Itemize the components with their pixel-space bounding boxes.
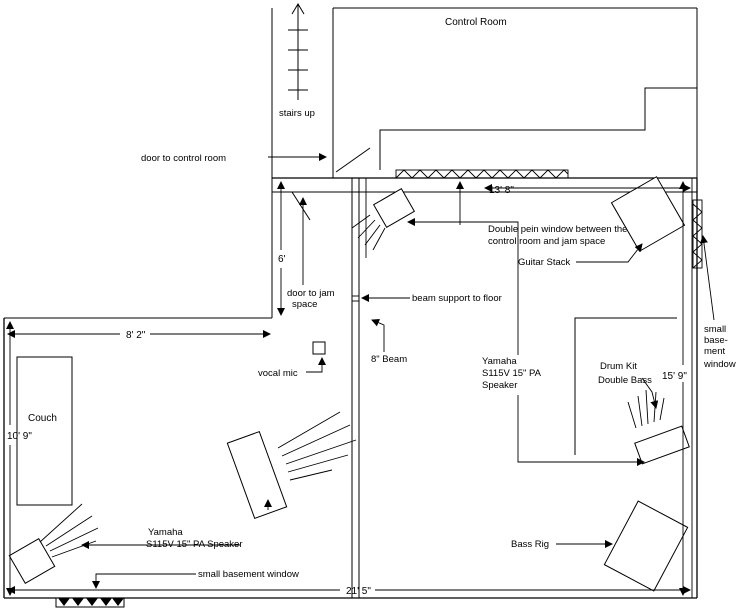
bottom-basement-window [55,597,125,608]
guitar-stack-shape [610,176,686,252]
label-yamaha-center-3: Speaker [482,380,517,391]
couch-shape [16,356,73,506]
label-drum-kit-1: Drum Kit [600,361,637,372]
label-door-to-control-room: door to control room [141,153,226,164]
label-dim-8-2: 8' 2" [126,330,146,341]
label-dim-21-5: 21' 5" [346,586,371,597]
label-yamaha-center-1: Yamaha [482,356,517,367]
label-dim-13-8: 13' 8" [489,185,514,196]
label-dim-10-9: 10' 9" [7,431,32,442]
label-dim-6: 6' [278,254,286,265]
drum-kit-area [574,317,677,455]
label-door-to-jam-2: space [292,299,317,310]
label-bass-rig: Bass Rig [511,539,549,550]
double-pane-window [395,169,569,179]
pa-speaker-left-icon [8,503,99,585]
label-right-window-3: ment [704,346,725,357]
label-yamaha-left-2: S115V 15" PA Speaker [146,539,243,550]
label-beam-support: beam support to floor [412,293,502,304]
labels: Control Room stairs up door to control r… [7,17,736,597]
label-control-room: Control Room [445,17,507,28]
label-yamaha-center-2: S115V 15" PA [482,368,542,379]
label-right-window-4: window [703,359,736,370]
drum-kit-icon [627,389,690,465]
label-right-window-1: small [704,324,726,335]
label-dim-15-9: 15' 9" [662,371,687,382]
stairs-icon [288,3,308,100]
label-right-window-2: base- [704,335,728,346]
label-couch: Couch [28,413,57,424]
label-double-pane-window-2: control room and jam space [488,236,605,247]
dimension-lines [6,181,691,596]
label-beam-8: 8" Beam [371,354,407,365]
label-drum-kit-2: Double Bass [598,375,652,386]
label-bottom-window: small basement window [198,569,299,580]
leader-arrows [81,153,715,589]
label-stairs-up: stairs up [279,108,315,119]
label-vocal-mic: vocal mic [258,368,298,379]
bass-rig-shape [603,500,689,592]
right-basement-window [692,199,703,269]
label-yamaha-left-1: Yamaha [148,527,183,538]
label-guitar-stack: Guitar Stack [518,257,571,268]
pa-speaker-top-icon [351,188,416,251]
label-double-pane-window-1: Double pein window between the [488,224,627,235]
label-door-to-jam-1: door to jam [287,288,335,299]
pa-speaker-middle-icon [226,411,357,520]
walls [3,7,698,599]
vocal-mic-shape [312,341,326,355]
